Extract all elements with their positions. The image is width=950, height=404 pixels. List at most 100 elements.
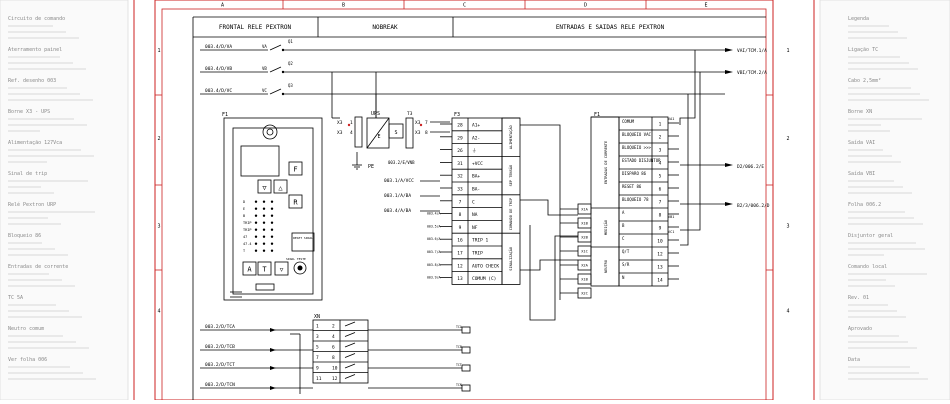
row-number: 2: [786, 136, 789, 142]
f1-block: [618, 116, 669, 287]
zone-letter: C: [463, 3, 466, 9]
switch-blade: [269, 88, 282, 95]
left-note: Relé Pextron URP: [8, 201, 56, 208]
right-note: Legenda: [848, 16, 869, 22]
f1-pin: 12: [657, 252, 663, 258]
x-pin-label: X2A: [581, 264, 588, 268]
switch-contact: [281, 92, 285, 96]
bottom-key-label: A: [247, 266, 252, 274]
ups-t3: T3: [407, 111, 413, 117]
f1-group-label: MEDIÇÃO: [603, 220, 608, 235]
f3-stub-label: 003.9/A: [427, 276, 441, 280]
tap-label: VA1: [668, 117, 674, 121]
voltage-input-label: 003.4/D/VC: [205, 88, 232, 94]
led: [262, 228, 266, 231]
left-note: Circuito de comando: [8, 16, 65, 22]
xn-pin: 12: [332, 376, 338, 382]
right-note: Cabo 2,5mm²: [848, 78, 881, 84]
x3-label: X3: [415, 130, 421, 136]
f1-pin: 8: [659, 213, 662, 219]
x-pin-label: X1B: [581, 222, 588, 226]
switch-blade: [269, 44, 282, 51]
xn-input-label: 003.2/D/TCN: [205, 382, 235, 388]
f1-label: DISPARO 86: [622, 171, 647, 176]
row-number: 2: [157, 136, 160, 142]
f3-group-label: ALIMENTAÇÃO: [508, 125, 513, 149]
xn-input-label: 003.2/D/TCT: [205, 362, 235, 368]
reset-label: RESET SINAL: [293, 236, 313, 240]
key-f-label: F: [293, 166, 297, 174]
zone-letter: E: [704, 3, 707, 9]
left-strip: [0, 0, 129, 401]
f1-pin: 13: [657, 265, 663, 271]
x3-label: X3: [337, 130, 343, 136]
xn-out-tag: TCB: [456, 345, 462, 349]
cross-wire: [520, 259, 578, 271]
f3-label: TRIP: [472, 251, 483, 257]
row-number: 3: [786, 224, 789, 230]
switch-tag: Q1: [288, 39, 293, 44]
led: [254, 200, 258, 203]
f1-pin: 1: [659, 122, 662, 128]
led: [270, 228, 274, 231]
f1-pin: 14: [657, 278, 663, 284]
xn-out-terminal: [461, 384, 471, 392]
xn-pin: 5: [316, 345, 319, 351]
led: [254, 235, 258, 238]
led: [254, 207, 258, 210]
led: [270, 242, 274, 245]
f1-label: C: [622, 236, 625, 241]
f3-label: C: [472, 199, 475, 205]
test-button: [293, 261, 307, 275]
switch-contact: [281, 70, 285, 74]
f3-label: A2-: [472, 135, 480, 141]
f3-label: TRIP 1: [472, 238, 489, 244]
xn-pin: 8: [332, 355, 335, 361]
ups-node: [419, 123, 423, 127]
xn-pin: 4: [332, 334, 335, 340]
header-nobreak: NOBREAK: [372, 24, 398, 31]
xn-pin: 6: [332, 345, 335, 351]
f3-pin: 16: [457, 238, 463, 244]
xn-pin: 11: [316, 376, 322, 382]
relay-display: [240, 145, 280, 177]
ups-s: S: [394, 130, 397, 136]
f3-pin: 9: [459, 225, 462, 231]
ups-pin: 4: [350, 130, 353, 136]
f1-label: BLOQUEIO 78: [622, 197, 649, 202]
f3-group-label: SINALIZAÇÃO: [508, 247, 513, 271]
f3-label: NA: [472, 212, 478, 218]
drawing-frame: [154, 0, 774, 401]
key-r-label: R: [293, 199, 298, 207]
relay-connector: [255, 283, 275, 291]
xn-out-tag: TCT: [456, 363, 462, 367]
xn-link: [344, 321, 356, 327]
switch-blade: [269, 66, 282, 73]
led-label: D: [243, 200, 245, 204]
right-note: Saída VAI: [848, 139, 875, 146]
f3-pin: 8: [459, 212, 462, 218]
phase-tag: VA: [262, 44, 267, 49]
cross-wire: [529, 225, 578, 321]
led-label: TRIP: [243, 228, 251, 232]
xn-link: [344, 332, 356, 337]
f1-label: ESTADO DISJUNTOR: [622, 158, 661, 163]
ups-pin: 8: [425, 130, 428, 136]
switch-tag: Q2: [288, 61, 293, 66]
f3-pin: 33: [457, 187, 463, 193]
f3-stub-label: 003.5/A: [427, 224, 441, 228]
bottom-key: [242, 261, 257, 276]
led: [262, 214, 266, 217]
right-note: Folha 006.2: [848, 202, 881, 208]
left-note: TC 5A: [8, 295, 23, 301]
test-button-center: [297, 265, 303, 271]
led: [254, 228, 258, 231]
xn-input-label: 003.2/D/TCB: [205, 344, 235, 350]
ups-signal: 003.2/E/VNB: [388, 160, 415, 165]
xn-input-label: 003.2/D/TCA: [205, 324, 235, 330]
led: [270, 200, 274, 203]
right-note: Comando local: [848, 264, 887, 270]
f1-pin: 3: [659, 148, 662, 154]
tap-wire: [680, 72, 701, 231]
